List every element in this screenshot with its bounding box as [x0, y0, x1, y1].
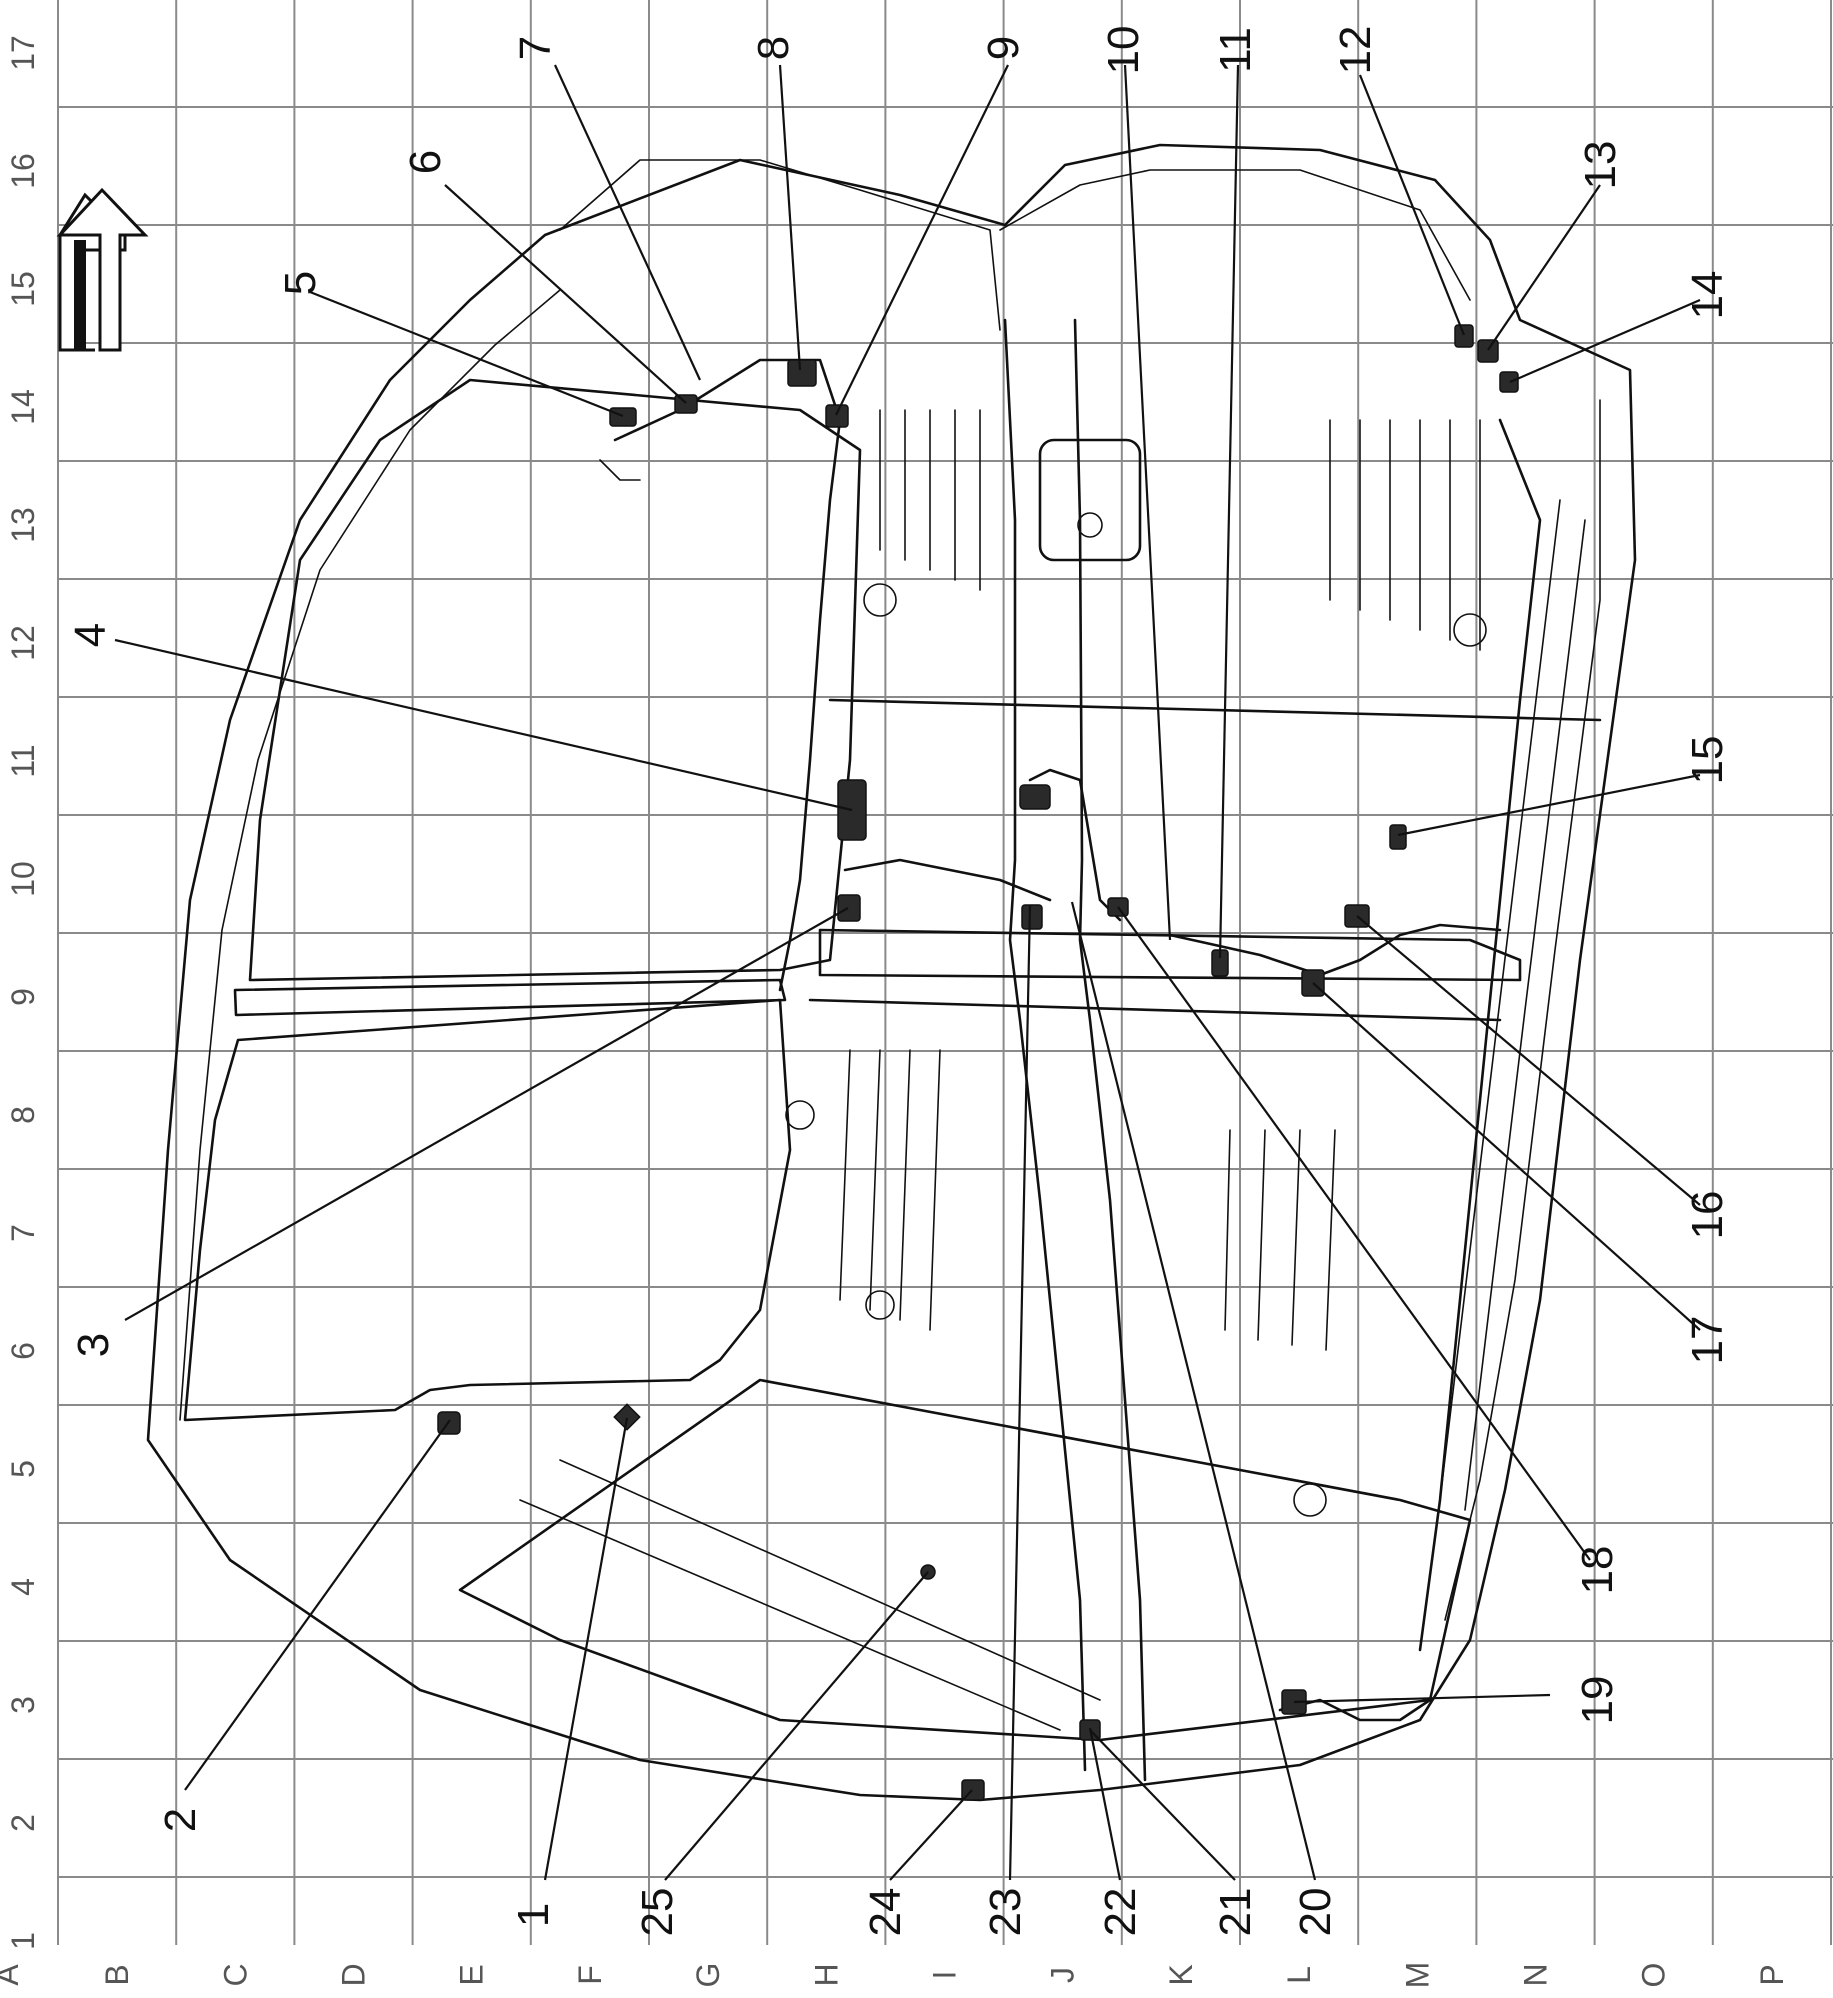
leader-11 — [1218, 64, 1240, 959]
leader-24 — [889, 1789, 973, 1881]
callout-18: 18 — [1573, 1546, 1622, 1595]
grid-row-label: 11 — [5, 744, 41, 777]
callout-10: 10 — [1099, 26, 1148, 75]
leader-2 — [184, 1419, 451, 1791]
leader-4 — [114, 638, 853, 812]
callout-22: 22 — [1096, 1888, 1145, 1937]
leader-16 — [1356, 915, 1701, 1206]
grid-column-label: E — [454, 1964, 490, 1985]
grid-column-label: F — [572, 1965, 608, 1985]
callout-20: 20 — [1291, 1888, 1340, 1937]
leader-10 — [1123, 64, 1172, 941]
callout-9: 9 — [979, 36, 1028, 60]
callout-14: 14 — [1683, 271, 1732, 320]
reference-grid — [57, 0, 1833, 1945]
leader-1 — [543, 1417, 629, 1881]
leader-5 — [309, 290, 624, 418]
leader-15 — [1397, 773, 1701, 837]
callout-16: 16 — [1683, 1191, 1732, 1240]
grid-column-label: D — [336, 1963, 372, 1986]
grid-column-label: L — [1281, 1966, 1317, 1984]
grid-column-label: H — [808, 1963, 844, 1986]
grid-row-label: 2 — [5, 1814, 41, 1832]
grid-column-label: N — [1518, 1963, 1554, 1986]
grid-row-label: 6 — [5, 1342, 41, 1360]
callout-labels: 1 2 3 4 5 6 7 8 9 10 11 12 13 14 15 16 1… — [66, 26, 1732, 1937]
grid-row-label: 7 — [5, 1224, 41, 1242]
grid-column-label: C — [217, 1963, 253, 1986]
vehicle-floor-drawing — [146, 143, 1637, 1802]
leader-3 — [124, 907, 849, 1321]
grid-row-label: 16 — [5, 153, 41, 189]
callout-leaders — [114, 64, 1701, 1881]
leader-20 — [1070, 901, 1317, 1881]
grid-row-label: 13 — [5, 507, 41, 543]
leader-6 — [444, 184, 687, 404]
wiring-harness — [599, 358, 1542, 1722]
callout-8: 8 — [749, 36, 798, 60]
callout-23: 23 — [981, 1888, 1030, 1937]
leader-21 — [1089, 1729, 1236, 1881]
grid-column-label: G — [690, 1963, 726, 1988]
leader-23 — [1008, 904, 1032, 1881]
callout-17: 17 — [1683, 1316, 1732, 1365]
grid-row-label: 3 — [5, 1696, 41, 1714]
leader-8 — [778, 64, 802, 371]
grid-row-label: 1 — [5, 1932, 41, 1950]
leader-17 — [1312, 982, 1701, 1331]
callout-4: 4 — [66, 623, 115, 647]
leader-7 — [554, 64, 701, 381]
callout-1: 1 — [509, 1903, 558, 1927]
leader-12 — [1358, 74, 1466, 336]
grid-row-label: 14 — [5, 389, 41, 425]
leader-13 — [1487, 184, 1601, 351]
grid-row-label: 15 — [5, 271, 41, 307]
callout-24: 24 — [861, 1888, 910, 1937]
grid-column-label: I — [927, 1971, 963, 1980]
callout-5: 5 — [276, 271, 325, 295]
grid-row-label: 8 — [5, 1106, 41, 1124]
callout-7: 7 — [511, 36, 560, 60]
callout-2: 2 — [156, 1808, 205, 1832]
grid-column-label: K — [1163, 1964, 1199, 1985]
leader-22 — [1088, 1727, 1122, 1881]
grid-row-label: 5 — [5, 1460, 41, 1478]
grid-column-label: J — [1045, 1967, 1081, 1983]
leader-18 — [1117, 906, 1591, 1561]
connector-markers — [437, 324, 1519, 1801]
grid-row-label: 9 — [5, 988, 41, 1006]
leader-14 — [1509, 298, 1701, 384]
callout-13: 13 — [1576, 141, 1625, 190]
grid-column-label: P — [1754, 1964, 1790, 1985]
grid-column-label: B — [99, 1964, 135, 1985]
grid-column-label: O — [1636, 1963, 1672, 1988]
callout-6: 6 — [401, 150, 450, 174]
callout-12: 12 — [1331, 26, 1380, 75]
callout-21: 21 — [1211, 1888, 1260, 1937]
leader-9 — [835, 64, 1009, 416]
grid-row-label: 4 — [5, 1578, 41, 1596]
callout-3: 3 — [69, 1333, 118, 1357]
grid-column-labels: A B C D E F G H I J K L M N O P — [0, 1962, 1790, 1989]
callout-25: 25 — [633, 1888, 682, 1937]
grid-column-label: M — [1399, 1962, 1435, 1989]
leader-25 — [664, 1571, 929, 1881]
callout-15: 15 — [1683, 736, 1732, 785]
grid-row-label: 12 — [5, 625, 41, 661]
grid-row-label: 10 — [5, 861, 41, 897]
leader-19 — [1293, 1693, 1551, 1704]
grid-column-label: A — [0, 1964, 25, 1986]
up-arrow-icon — [56, 187, 149, 352]
callout-19: 19 — [1573, 1676, 1622, 1725]
grid-row-label: 17 — [5, 35, 41, 71]
callout-11: 11 — [1211, 27, 1260, 73]
